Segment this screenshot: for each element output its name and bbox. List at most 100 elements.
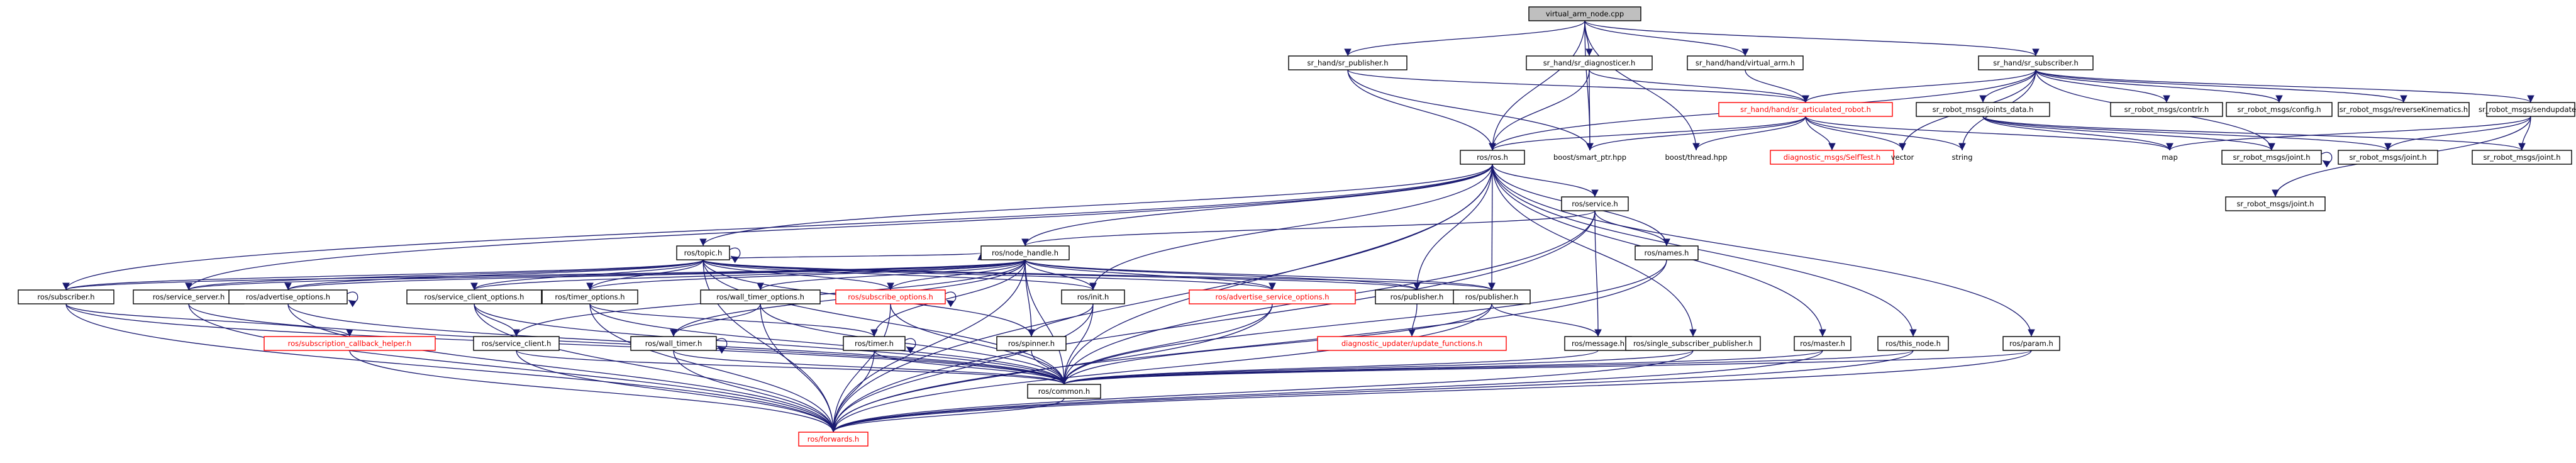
node-boost-thread-hpp[interactable]: boost/thread.hpp: [1665, 153, 1728, 162]
node-ros-publisher-h[interactable]: ros/publisher.h: [1375, 289, 1459, 304]
node-label: ros/param.h: [2009, 339, 2053, 348]
node-box: [843, 336, 906, 351]
node-ros-forwards-h[interactable]: ros/forwards.h: [798, 432, 869, 447]
node-box: [2225, 196, 2326, 211]
node-label: sr_robot_msgs/joint.h: [2483, 153, 2560, 162]
node-ros-spinner-h[interactable]: ros/spinner.h: [996, 336, 1067, 351]
edge-n39-n39: [716, 338, 728, 354]
node-sr-robot-msgs-joint-h[interactable]: sr_robot_msgs/joint.h: [2338, 150, 2438, 165]
node-sr-hand-sr-diagnosticer-h[interactable]: sr_hand/sr_diagnosticer.h: [1526, 55, 1653, 70]
node-ros-init-h[interactable]: ros/init.h: [1061, 289, 1125, 304]
edge-n23-n28: [284, 259, 704, 291]
node-box: [1528, 6, 1641, 21]
node-box: [1877, 336, 1949, 351]
edge-n2-n5: [1589, 69, 1809, 103]
node-label: ros/service.h: [1572, 199, 1618, 208]
edge-n0-n1: [1344, 20, 1585, 57]
edge-n6-n20: [1982, 116, 2526, 151]
node-ros-timer-options-h[interactable]: ros/timer_options.h: [541, 289, 638, 304]
node-ros-wall-timer-h[interactable]: ros/wall_timer.h: [630, 336, 717, 351]
node-ros-service-client-h[interactable]: ros/service_client.h: [473, 336, 560, 351]
node-box: [1794, 336, 1852, 351]
node-label: ros/ros.h: [1477, 153, 1508, 162]
node-ros-names-h[interactable]: ros/names.h: [1635, 245, 1699, 260]
node-box: [676, 245, 730, 260]
node-ros-advertise-options-h[interactable]: ros/advertise_options.h: [228, 289, 348, 304]
node-sr-robot-msgs-joints-data-h[interactable]: sr_robot_msgs/joints_data.h: [1916, 102, 2050, 117]
node-label: sr_robot_msgs/reverseKinematics.h: [2340, 105, 2468, 114]
node-sr-hand-hand-virtual-arm-h[interactable]: sr_hand/hand/virtual_arm.h: [1687, 55, 1804, 70]
node-ros-subscribe-options-h[interactable]: ros/subscribe_options.h: [835, 289, 946, 304]
edge-n24-n40: [870, 259, 1026, 337]
edge-n0-n3: [1584, 20, 1749, 57]
edge-n11-n23: [699, 164, 1493, 247]
node-label: ros/timer.h: [855, 339, 894, 348]
node-ros-publisher-h[interactable]: ros/publisher.h: [1453, 289, 1531, 304]
node-sr-robot-msgs-config-h[interactable]: sr_robot_msgs/config.h: [2226, 102, 2333, 117]
node-sr-robot-msgs-joint-h[interactable]: sr_robot_msgs/joint.h: [2221, 150, 2322, 165]
node-sr-hand-sr-subscriber-h[interactable]: sr_hand/sr_subscriber.h: [1978, 55, 2094, 70]
node-boost-smart-ptr-hpp[interactable]: boost/smart_ptr.hpp: [1553, 153, 1626, 162]
edge-n28-n28: [347, 291, 358, 308]
node-sr-robot-msgs-contrlr-h[interactable]: sr_robot_msgs/contrlr.h: [2110, 102, 2223, 117]
node-ros-single-subscriber-publisher-h[interactable]: ros/single_subscriber_publisher.h: [1625, 336, 1761, 351]
node-virtual-arm-node-cpp[interactable]: virtual_arm_node.cpp: [1528, 6, 1641, 21]
node-box: [1460, 150, 1525, 165]
edge-n24-n36: [1024, 259, 1496, 291]
node-label: ros/wall_timer.h: [645, 339, 702, 348]
node-diagnostic-updater-update-functions-h[interactable]: diagnostic_updater/update_functions.h: [1317, 336, 1507, 351]
node-ros-master-h[interactable]: ros/master.h: [1794, 336, 1852, 351]
node-ros-wall-timer-options-h[interactable]: ros/wall_timer_options.h: [700, 289, 821, 304]
node-box: [2110, 102, 2223, 117]
node-label: ros/spinner.h: [1008, 339, 1055, 348]
node-ros-subscriber-h[interactable]: ros/subscriber.h: [18, 289, 114, 304]
node-sr-robot-msgs-sendupdate-h[interactable]: sr_robot_msgs/sendupdate.h: [2479, 102, 2576, 117]
edge-n10-n17: [2166, 116, 2531, 151]
node-ros-this-node-h[interactable]: ros/this_node.h: [1877, 336, 1949, 351]
node-ros-node-handle-h[interactable]: ros/node_handle.h: [980, 245, 1070, 260]
node-ros-ros-h[interactable]: ros/ros.h: [1460, 150, 1525, 165]
edge-n10-n19: [2384, 116, 2531, 151]
node-box: [2472, 150, 2572, 165]
node-ros-advertise-service-options-h[interactable]: ros/advertise_service_options.h: [1189, 289, 1356, 304]
node-box: [2486, 102, 2575, 117]
node-ros-service-client-options-h[interactable]: ros/service_client_options.h: [406, 289, 542, 304]
edge-n36-n43: [1491, 303, 1602, 337]
edge-n34-n49: [830, 303, 1273, 433]
edge-n29-n49: [474, 303, 837, 433]
node-ros-common-h[interactable]: ros/common.h: [1027, 384, 1101, 399]
node-sr-robot-msgs-joint-h[interactable]: sr_robot_msgs/joint.h: [2225, 196, 2326, 211]
node-label: ros/single_subscriber_publisher.h: [1633, 339, 1753, 348]
node-sr-robot-msgs-reversekinematics-h[interactable]: sr_robot_msgs/reverseKinematics.h: [2338, 102, 2470, 117]
node-string[interactable]: string: [1951, 153, 1972, 162]
edge-n2-n12: [1586, 69, 1594, 151]
edge-n44-n49: [830, 350, 1694, 433]
edge-n6-n18: [1982, 116, 2275, 151]
node-box: [2338, 150, 2438, 165]
node-ros-timer-h[interactable]: ros/timer.h: [843, 336, 906, 351]
node-diagnostic-msgs-selftest-h[interactable]: diagnostic_msgs/SelfTest.h: [1770, 150, 1894, 165]
edge-n25-n48: [1060, 259, 1667, 385]
edge-n0-n13: [1584, 20, 1700, 151]
node-ros-topic-h[interactable]: ros/topic.h: [676, 245, 730, 260]
node-ros-param-h[interactable]: ros/param.h: [2002, 336, 2060, 351]
edge-n24-n33: [1024, 259, 1097, 291]
node-sr-hand-sr-publisher-h[interactable]: sr_hand/sr_publisher.h: [1288, 55, 1407, 70]
edge-n37-n49: [349, 350, 837, 433]
node-label: ros/advertise_options.h: [246, 293, 330, 301]
node-ros-service-h[interactable]: ros/service.h: [1561, 196, 1629, 211]
node-sr-robot-msgs-joint-h[interactable]: sr_robot_msgs/joint.h: [2472, 150, 2572, 165]
node-vector[interactable]: vector: [1891, 153, 1914, 162]
edge-n23-n26: [62, 259, 704, 291]
node-ros-subscription-callback-helper-h[interactable]: ros/subscription_callback_helper.h: [264, 336, 436, 351]
node-ros-message-h[interactable]: ros/message.h: [1564, 336, 1632, 351]
edge-n35-n42: [1408, 303, 1418, 337]
node-map[interactable]: map: [2162, 153, 2178, 162]
node-sr-hand-hand-sr-articulated-robot-h[interactable]: sr_hand/hand/sr_articulated_robot.h: [1718, 102, 1893, 117]
node-ros-service-server-h[interactable]: ros/service_server.h: [133, 289, 245, 304]
edge-n11-n35: [1413, 164, 1493, 291]
edge-n4-n7: [2035, 69, 2170, 103]
node-box: [18, 289, 114, 304]
node-box: [1687, 55, 1804, 70]
edge-n11-n33: [1089, 164, 1493, 291]
